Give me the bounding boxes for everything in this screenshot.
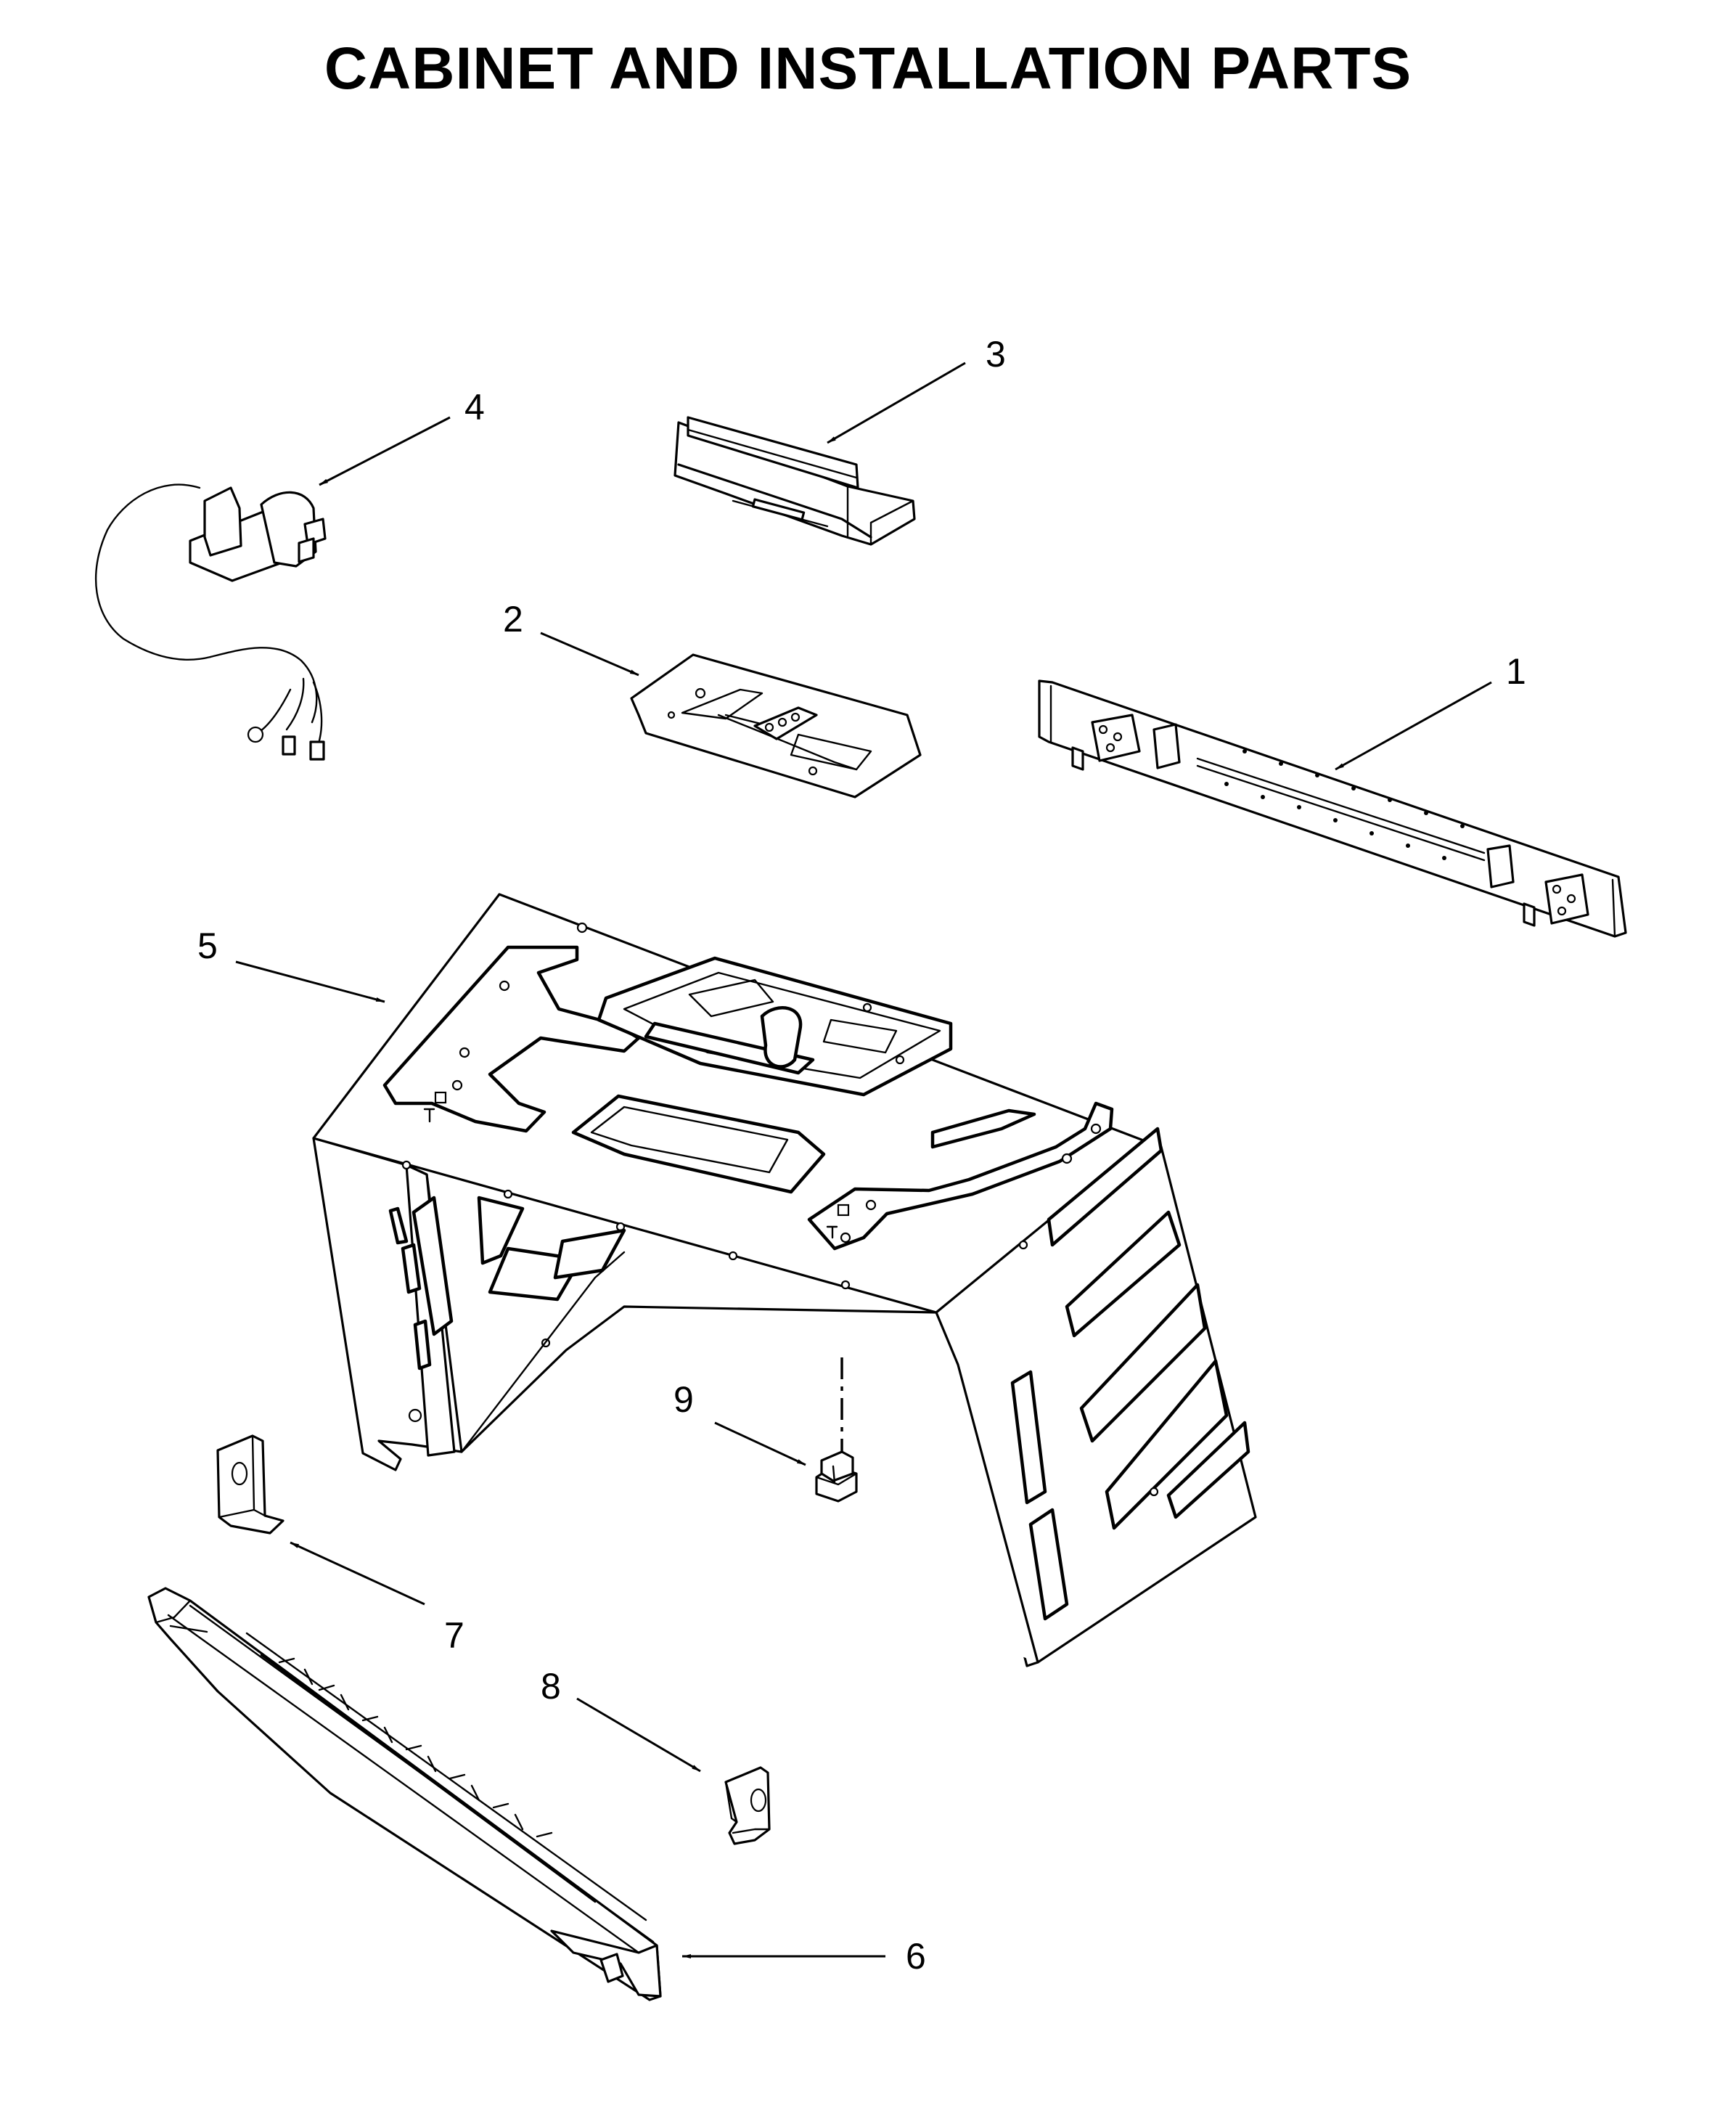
leader-8 — [576, 1697, 701, 1773]
callout-5: 5 — [197, 926, 218, 966]
part-2-top-plate[interactable] — [630, 653, 922, 798]
part-7-bracket[interactable] — [216, 1434, 284, 1535]
diagram-title: CABINET AND INSTALLATION PARTS — [324, 36, 1412, 102]
leader-2 — [540, 632, 639, 677]
leader-7 — [290, 1541, 425, 1606]
leader-1 — [1335, 681, 1492, 771]
callout-7: 7 — [444, 1615, 464, 1656]
callout-4: 4 — [464, 387, 485, 428]
leader-5 — [235, 960, 385, 1003]
leader-4 — [319, 416, 451, 486]
callout-6: 6 — [906, 1936, 926, 1977]
callout-8: 8 — [541, 1666, 561, 1707]
callout-9: 9 — [673, 1379, 694, 1420]
callout-2: 2 — [503, 599, 523, 640]
callout-3: 3 — [986, 334, 1006, 375]
part-5-cabinet-wrapper[interactable] — [312, 893, 1257, 1667]
leader-9 — [714, 1421, 806, 1466]
part-1-mounting-plate[interactable] — [1038, 679, 1627, 938]
leader-3 — [827, 361, 966, 444]
part-9-clip[interactable] — [815, 1450, 858, 1503]
callout-1: 1 — [1506, 651, 1526, 692]
part-3-filter-bracket[interactable] — [673, 416, 916, 546]
part-8-bracket[interactable] — [724, 1766, 771, 1845]
part-4-power-cord[interactable] — [94, 483, 327, 761]
part-6-trim-grille[interactable] — [147, 1587, 662, 2001]
